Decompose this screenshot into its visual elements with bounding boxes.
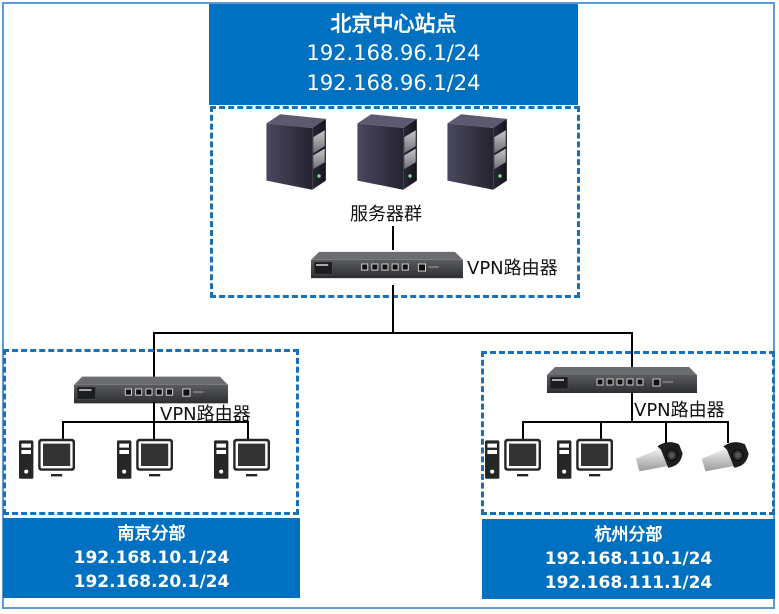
hq-subnet: 192.168.96.1/24: [306, 41, 481, 65]
vpn-router-icon: [311, 250, 463, 280]
server-icon: [255, 112, 335, 192]
hangzhou-uplink: [631, 332, 633, 367]
server-icon: [436, 112, 516, 192]
vpn-router-icon: [547, 366, 697, 394]
desktop-computer-icon: [557, 434, 629, 482]
server-group-label: 服务器群: [350, 204, 422, 225]
hangzhou-lan-trunk: [631, 392, 633, 422]
lan-drop: [522, 421, 524, 439]
lan-drop: [600, 421, 602, 439]
hq-subnet: 192.168.96.1/24: [306, 71, 481, 95]
hangzhou-site-name: 杭州分部: [594, 525, 663, 545]
hangzhou-subnet: 192.168.110.1/24: [544, 549, 713, 569]
server-icon: [346, 112, 426, 192]
ip-camera-icon: [700, 438, 754, 476]
lan-drop: [727, 421, 729, 443]
wan-backbone: [153, 332, 633, 334]
lan-drop: [247, 421, 249, 439]
desktop-computer-icon: [117, 434, 189, 482]
nanjing-zone: [3, 349, 299, 515]
server-router-link: [392, 226, 394, 250]
hq-zone: [210, 106, 580, 298]
desktop-computer-icon: [485, 434, 557, 482]
ip-camera-icon: [634, 438, 688, 476]
nanjing-uplink: [153, 332, 155, 377]
nanjing-site-box: 南京分部 192.168.10.1/24 192.168.20.1/24: [3, 518, 300, 598]
hq-router-label: VPN路由器: [467, 258, 558, 279]
hq-uplink: [392, 285, 394, 334]
nanjing-lan-bus: [62, 421, 249, 423]
hq-site-box: 北京中心站点 192.168.96.1/24 192.168.96.1/24: [209, 4, 578, 105]
nanjing-subnet: 192.168.10.1/24: [73, 548, 230, 568]
desktop-computer-icon: [19, 434, 91, 482]
desktop-computer-icon: [214, 434, 286, 482]
lan-drop: [153, 421, 155, 439]
nanjing-subnet: 192.168.20.1/24: [73, 572, 230, 592]
hangzhou-lan-bus: [522, 421, 728, 423]
hq-site-name: 北京中心站点: [330, 12, 457, 36]
nanjing-site-name: 南京分部: [117, 524, 186, 544]
hangzhou-zone: [481, 351, 775, 515]
lan-drop: [62, 421, 64, 439]
hangzhou-router-label: VPN路由器: [634, 400, 725, 421]
lan-drop: [665, 421, 667, 443]
nanjing-lan-trunk: [153, 402, 155, 422]
hangzhou-subnet: 192.168.111.1/24: [544, 573, 713, 593]
nanjing-router-label: VPN路由器: [160, 404, 251, 425]
hangzhou-site-box: 杭州分部 192.168.110.1/24 192.168.111.1/24: [482, 519, 775, 599]
